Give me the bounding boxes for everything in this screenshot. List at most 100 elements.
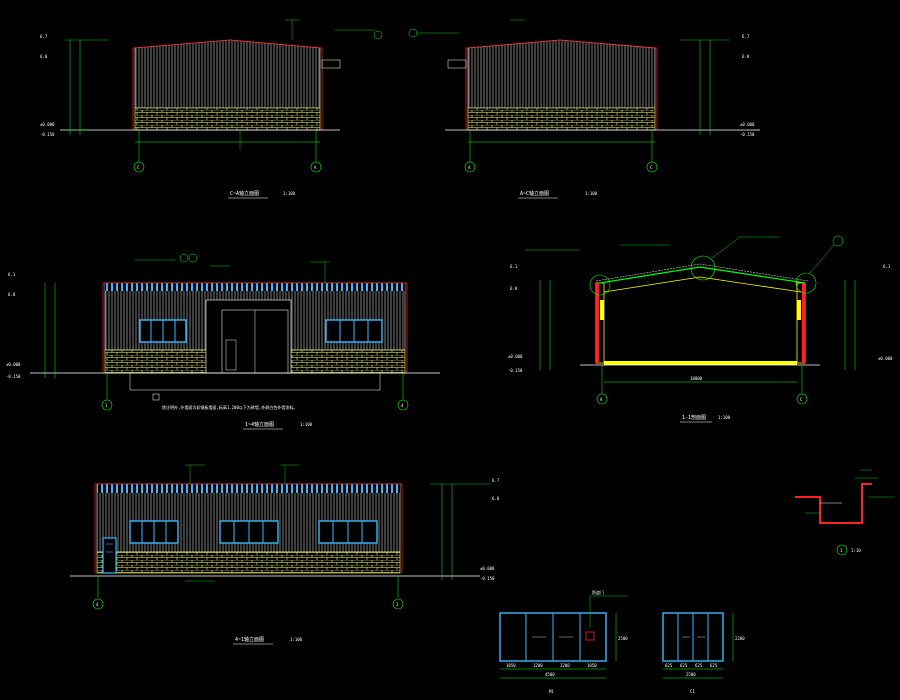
axis-bubble	[92, 598, 104, 610]
axis-label: C	[137, 165, 140, 170]
window-left	[139, 319, 187, 343]
axis-label: 4	[96, 602, 99, 607]
window-2	[219, 520, 279, 544]
axis-label: 4	[401, 403, 404, 408]
axis-bubble	[133, 161, 145, 173]
wall-cladding	[134, 39, 321, 109]
axis-label: A	[314, 165, 317, 170]
main-door	[205, 299, 292, 374]
wall-cladding	[467, 39, 656, 109]
roof-edge	[465, 39, 658, 49]
elev-base: -0.150	[480, 576, 495, 581]
elev-top: 6.7	[40, 34, 48, 39]
view-title: C~A轴立面图	[230, 190, 259, 197]
seg-dim: 1050	[587, 663, 597, 668]
elev-top: 6.1	[510, 264, 518, 269]
axis-bubble	[101, 399, 113, 411]
elev-ground: ±0.000	[6, 362, 21, 367]
elevation-view-2: 6.7 6.0 ±0.000 -0.150 A C A~C轴立面图 1:100	[408, 19, 760, 199]
door-lock-marker	[585, 631, 595, 641]
elev-base: -0.150	[740, 132, 755, 137]
brick-base	[96, 551, 401, 574]
seg-dim: 1050	[506, 663, 516, 668]
elev-base: -0.150	[508, 368, 523, 373]
axis-label: A	[468, 165, 471, 170]
axis-bubble	[397, 399, 409, 411]
axis-bubble	[646, 161, 658, 173]
roof-vents	[97, 484, 400, 493]
axis-label: C	[650, 165, 653, 170]
elev-eave: 6.0	[492, 496, 500, 501]
view-scale: 1:100	[290, 637, 303, 642]
window-title: C1	[690, 689, 695, 694]
seg-dim: 1200	[533, 663, 543, 668]
detail-title: 1	[840, 548, 843, 553]
axis-bubble	[392, 598, 404, 610]
elev-eave: 6.0	[742, 54, 750, 59]
roof-sheet	[595, 263, 809, 282]
floor-slab	[604, 361, 797, 365]
view-scale: 1:100	[300, 422, 313, 427]
elev-top: 6.7	[742, 34, 750, 39]
section-view: 6.1 6.0 ±0.000 -0.150 6.1 ±0.000 18000 A…	[508, 235, 893, 423]
elev-top: 6.1	[8, 272, 16, 277]
axis-label: 1	[396, 602, 399, 607]
door-title: M1	[549, 689, 554, 694]
elevation-view-5: 6.7 6.0 ±0.000 -0.150 4 1 4~1轴立面图 1:100	[70, 464, 500, 645]
axis-bubble	[464, 161, 476, 173]
axis-label: A	[600, 397, 603, 402]
door-height: 2500	[618, 636, 628, 641]
door-tag: 防盗门	[592, 589, 604, 595]
total-dim: 4500	[545, 672, 555, 677]
elev-ground: ±0.000	[878, 356, 893, 361]
view-title: 1~4轴立面图	[245, 421, 274, 428]
general-note: 除注明外,外墙面为彩钢板墙面,标高1.200以下为砖墙,外刷白色外墙涂料。	[162, 404, 297, 410]
view-scale: 1:100	[718, 415, 731, 420]
detail-bubble	[836, 544, 848, 556]
view-title: A~C轴立面图	[520, 190, 549, 197]
elev-top: 6.7	[492, 478, 500, 483]
axis-bubble	[310, 161, 322, 173]
seg-dim: 625	[710, 663, 718, 668]
elev-ground: ±0.000	[480, 566, 495, 571]
door-elevation-m1: 防盗门 2500 1050 1200 1200 1050 4500 M1	[499, 589, 628, 694]
axis-bubble	[796, 393, 808, 405]
elev-base: -0.150	[40, 132, 55, 137]
axis-label: C	[800, 397, 803, 402]
total-dim: 2500	[686, 672, 696, 677]
elevation-view-1: 6.7 6.0 ±0.000 -0.150 C A C~A轴立面图 1:100	[40, 19, 383, 199]
seg-dim: 1200	[560, 663, 570, 668]
elev-ground: ±0.000	[40, 122, 55, 127]
view-title: 4~1轴立面图	[235, 636, 264, 643]
elev-eave: 6.0	[8, 292, 16, 297]
window-3	[318, 520, 378, 544]
rafter	[599, 266, 806, 284]
elev-ground: ±0.000	[508, 354, 523, 359]
view-scale: 1:100	[283, 191, 296, 196]
detail-circle	[589, 274, 611, 296]
gutter-detail: 1 1:10	[795, 469, 895, 556]
elev-eave: 6.0	[510, 286, 518, 291]
window-1	[129, 520, 179, 544]
window-right	[325, 319, 383, 343]
view-title: 1-1剖面图	[682, 414, 706, 421]
window-elevation-c1: 2200 625 625 625 625 2500 C1	[662, 612, 745, 694]
roof-edge	[132, 39, 323, 49]
elevation-view-3: 6.1 6.0 ±0.000 -0.150 1 4 除注明外,外墙面为彩钢板墙面…	[6, 253, 440, 430]
elev-ground: ±0.000	[740, 122, 755, 127]
span-dim: 18000	[690, 376, 703, 381]
brick-base	[134, 107, 321, 131]
view-scale: 1:100	[585, 191, 598, 196]
seg-dim: 625	[665, 663, 673, 668]
detail-circle	[690, 255, 716, 281]
elev-eave: 6.0	[40, 54, 48, 59]
window-height: 2200	[735, 636, 745, 641]
detail-circle	[795, 272, 817, 294]
axis-bubble	[596, 393, 608, 405]
brick-base	[467, 107, 656, 131]
elev-base: -0.150	[6, 374, 21, 379]
rafter-bottom	[603, 276, 802, 293]
roof-vents	[105, 283, 405, 291]
seg-dim: 625	[680, 663, 688, 668]
